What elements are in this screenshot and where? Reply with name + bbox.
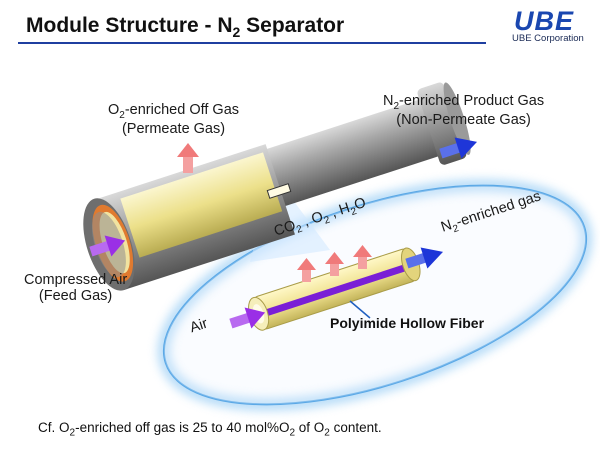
feed-gas-label: Compressed Air (Feed Gas) bbox=[24, 272, 128, 304]
product-gas-label: N2-enriched Product Gas (Non-Permeate Ga… bbox=[383, 93, 545, 128]
permeant-arrow-1 bbox=[297, 258, 316, 282]
fiber-leader-line bbox=[349, 300, 371, 319]
fiber-air-arrow bbox=[229, 307, 266, 329]
n2-enriched-gas-arrow bbox=[405, 247, 444, 269]
feed-air-arrow bbox=[89, 235, 126, 257]
page-title: Module Structure - N2 Separator bbox=[26, 14, 345, 41]
ube-logo: UBE bbox=[514, 6, 575, 36]
ube-corporation-text: UBE Corporation bbox=[512, 33, 584, 44]
off-gas-arrow bbox=[177, 143, 199, 173]
polyimide-hollow-fiber-label: Polyimide Hollow Fiber bbox=[330, 315, 485, 331]
product-gas-arrow bbox=[439, 137, 478, 159]
zoom-glow-ellipse bbox=[157, 179, 593, 411]
fiber-window bbox=[266, 183, 292, 199]
permeant-arrow-2 bbox=[325, 252, 344, 276]
off-gas-label: O2-enriched Off Gas (Permeate Gas) bbox=[108, 102, 240, 137]
title-underline bbox=[18, 42, 486, 44]
permeant-arrow-3 bbox=[353, 245, 372, 269]
footnote: Cf. O2-enriched off gas is 25 to 40 mol%… bbox=[38, 420, 382, 439]
